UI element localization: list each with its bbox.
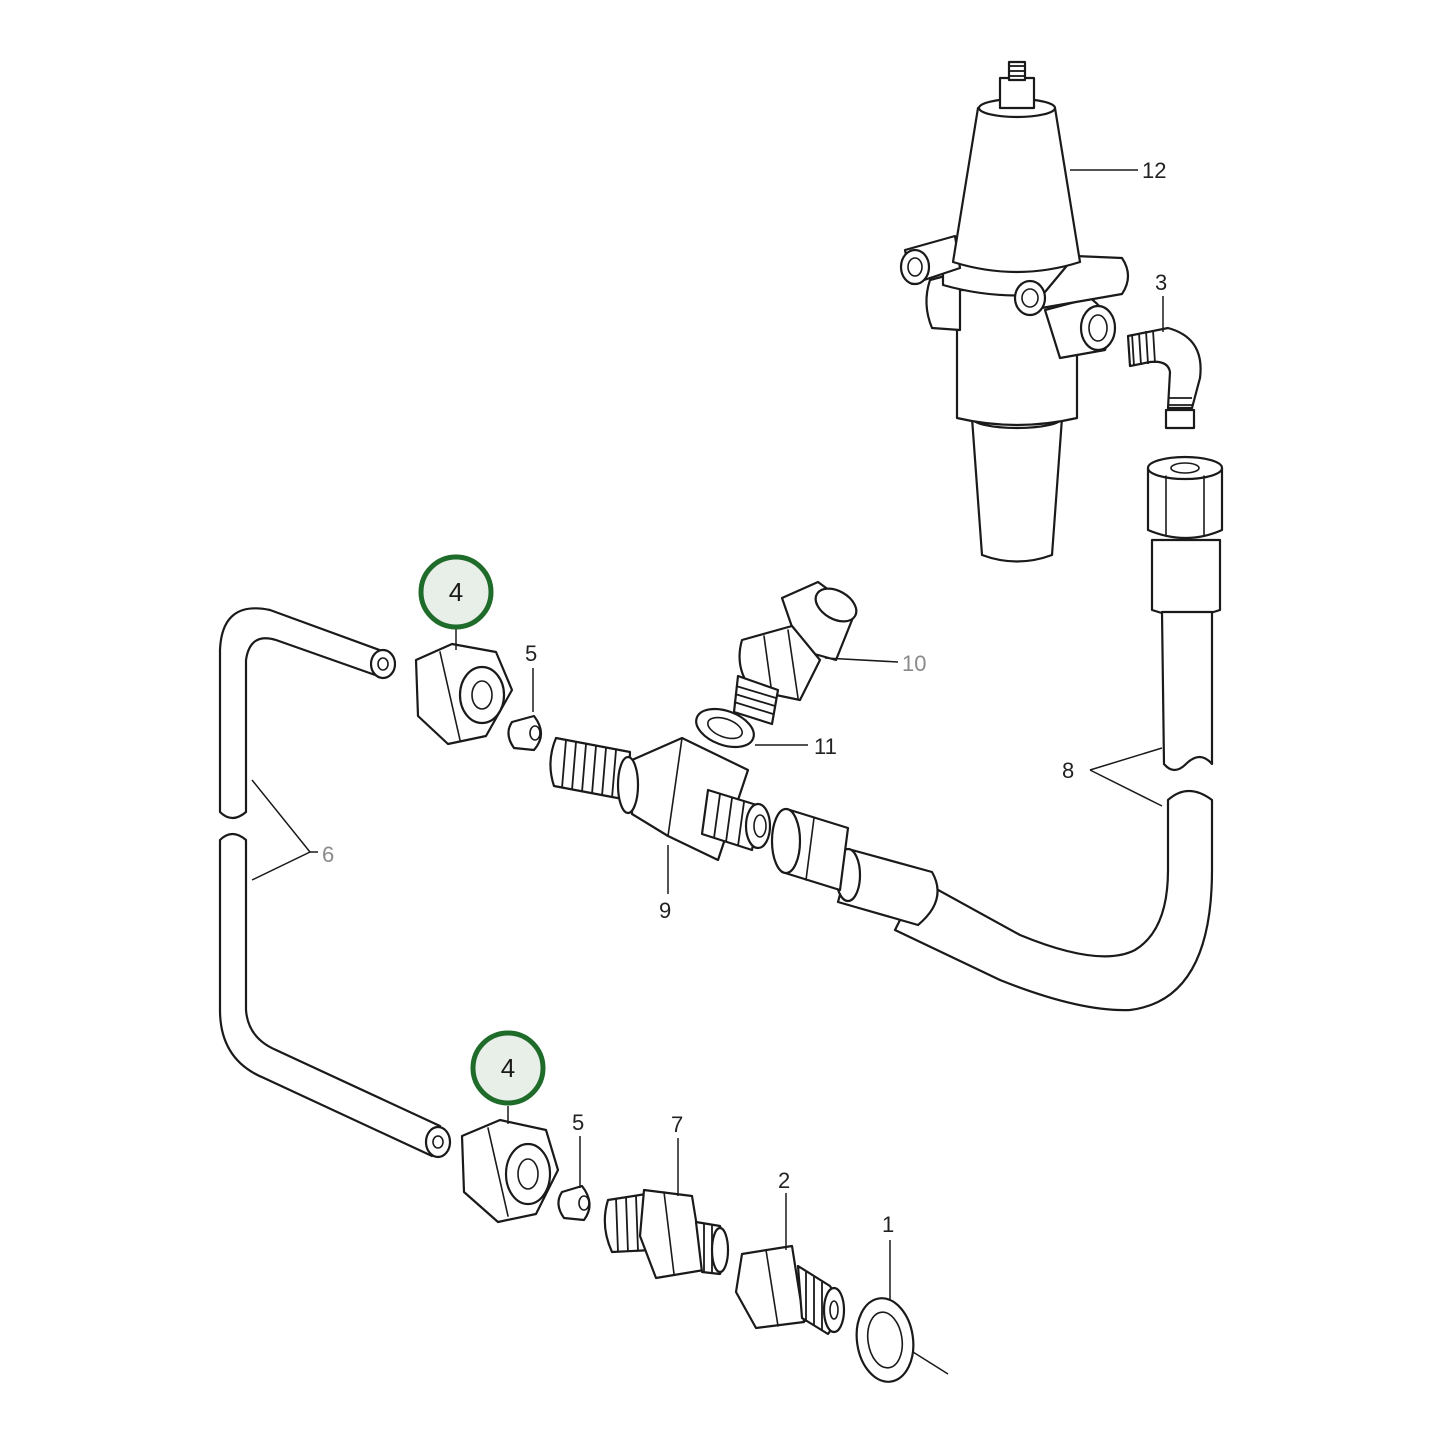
callout-10: 10	[902, 651, 926, 676]
callout-1: 1	[882, 1212, 894, 1237]
callout-8: 8	[1062, 758, 1074, 783]
part-8-hose	[770, 455, 1224, 1012]
part-5-ferrule-lower	[557, 1184, 591, 1222]
part-12-pump-assembly	[899, 60, 1130, 563]
callout-11: 11	[814, 734, 837, 759]
part-4-nut-lower	[460, 1118, 560, 1224]
part-6-pipe	[218, 607, 452, 1159]
part-3-elbow-fitting	[1126, 326, 1202, 430]
callout-6: 6	[322, 842, 334, 867]
callout-5-lower: 5	[572, 1110, 584, 1135]
highlight-callout-4-upper: 4	[418, 554, 494, 630]
callout-7: 7	[671, 1112, 683, 1137]
callout-2: 2	[778, 1168, 790, 1193]
part-2-connector	[734, 1244, 846, 1336]
part-10-fitting	[732, 580, 858, 726]
highlight-callout-4-lower: 4	[470, 1030, 546, 1106]
part-4-nut-upper	[414, 642, 514, 746]
callout-3: 3	[1155, 270, 1167, 295]
callout-9: 9	[659, 898, 671, 923]
part-1-sealing-washer	[855, 1297, 949, 1383]
part-5-ferrule-upper	[507, 714, 543, 752]
callout-4-upper: 4	[449, 577, 463, 607]
callout-4-lower: 4	[501, 1053, 515, 1083]
callout-5-upper: 5	[525, 641, 537, 666]
highlight-ring	[418, 554, 494, 630]
part-7-adapter	[603, 1188, 730, 1280]
highlight-ring	[470, 1030, 546, 1106]
callout-labels: 1 2 3 5 5 6 7 8 9 10 11 12	[322, 158, 1167, 1237]
leader-lines	[251, 169, 1164, 1300]
part-9-tee-fitting	[549, 736, 772, 862]
part-11-washer	[695, 707, 755, 749]
callout-12: 12	[1142, 158, 1166, 183]
